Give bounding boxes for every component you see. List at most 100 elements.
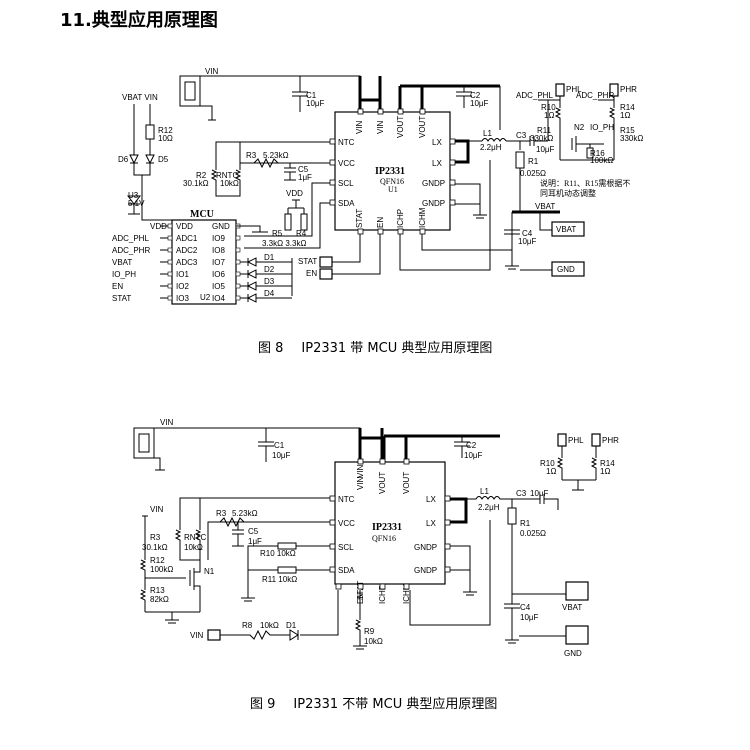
mcu-pin-pad	[235, 235, 241, 241]
r11-label: R11	[537, 126, 552, 135]
figure-9-title: IP2331 不带 MCU 典型应用原理图	[293, 697, 498, 712]
mcu-pin-pad	[167, 259, 173, 265]
chip-ref: U1	[388, 185, 398, 194]
c2-value-9: 10μF	[464, 451, 483, 460]
pin-scl-9: SCL	[338, 543, 354, 552]
gnd-terminal-9: GND	[564, 649, 582, 658]
r3b-value-9: 30.1kΩ	[142, 543, 168, 552]
chip-package-9: QFN16	[372, 534, 396, 543]
c2-value: 10μF	[470, 99, 489, 108]
rntc-value: 10kΩ	[220, 179, 239, 188]
mcu-pin-pad	[235, 271, 241, 277]
vin-label-9: VIN	[160, 418, 174, 427]
d5-label: D5	[158, 155, 169, 164]
c1-label: C1	[306, 91, 317, 100]
pin-gndp1-9: GNDP	[414, 543, 437, 552]
r15-value: 330kΩ	[620, 134, 643, 143]
r3-value-9: 5.23kΩ	[232, 509, 258, 518]
c1-value-9: 10μF	[272, 451, 291, 460]
pin-vout2-9: VOUT	[402, 472, 411, 494]
r2-label: R2	[196, 171, 207, 180]
r12-value: 10Ω	[158, 134, 173, 143]
chip-name-9: IP2331	[372, 522, 402, 533]
led-icon	[246, 293, 257, 303]
r16-label: R16	[590, 149, 605, 158]
mcu-net-4: IO_PH	[112, 270, 136, 279]
c3-label: C3	[516, 131, 527, 140]
mcu-pin-adc2: ADC2	[176, 246, 198, 255]
stat-tag: STAT	[298, 257, 317, 266]
r5-label: R5	[272, 229, 283, 238]
mcu-name: MCU	[190, 209, 214, 220]
pin-ntc: NTC	[338, 138, 355, 147]
pin-ichm-9: ICHM	[402, 583, 411, 604]
vin-label: VIN	[205, 67, 219, 76]
rntc-label-9: RNTC	[184, 533, 206, 542]
r1-value: 0.025Ω	[520, 169, 546, 178]
r10-value-9: 1Ω	[546, 467, 556, 476]
r13-value-9: 82kΩ	[150, 595, 169, 604]
pin-scl: SCL	[338, 179, 354, 188]
mcu-net-1: ADC_PHL	[112, 234, 149, 243]
d6-label: D6	[118, 155, 129, 164]
phl-label: PHL	[566, 85, 582, 94]
r8-label-9: R8	[242, 621, 253, 630]
pin-gndp2: GNDP	[422, 199, 445, 208]
r14-label-9: R14	[600, 459, 615, 468]
r2-value: 30.1kΩ	[183, 179, 209, 188]
pin-lx2: LX	[432, 159, 442, 168]
pin-ntc-9: NTC	[338, 495, 355, 504]
c4-value: 10μF	[518, 237, 537, 246]
vdd-label: VDD	[286, 189, 303, 198]
c2-label-9: C2	[466, 441, 477, 450]
pin-stat: STAT	[355, 209, 364, 228]
mcu-net-3: VBAT	[112, 258, 132, 267]
pin-vcc-9: VCC	[338, 519, 355, 528]
pin-lx1-9: LX	[426, 495, 436, 504]
pin-vin2-9: VIN	[356, 464, 365, 478]
figure-8-title: IP2331 带 MCU 典型应用原理图	[301, 341, 493, 356]
c5-value: 1μF	[298, 173, 312, 182]
pin-ichm: ICHM	[418, 207, 427, 228]
mcu-pin-pad	[167, 283, 173, 289]
r3-label-9: R3	[216, 509, 227, 518]
led-label-d2: D2	[264, 265, 275, 274]
vin-label-left-9: VIN	[150, 505, 164, 514]
vbat-vin-label: VBAT VIN	[122, 93, 158, 102]
rntc-label: RNTC	[216, 171, 238, 180]
c4-label-9: C4	[520, 603, 531, 612]
r14-label: R14	[620, 103, 635, 112]
phl-label-9: PHL	[568, 436, 584, 445]
pin-gndp1: GNDP	[422, 179, 445, 188]
pin-sda: SDA	[338, 199, 355, 208]
c4-label: C4	[522, 229, 533, 238]
r11b-label-9: R11 10kΩ	[262, 575, 297, 584]
r1-label: R1	[528, 157, 539, 166]
n2-label: N2	[574, 123, 585, 132]
l1-label-9: L1	[480, 487, 489, 496]
note-line-2: 同耳机动态调整	[540, 188, 596, 198]
mcu-pin-pad	[235, 247, 241, 253]
pin-en: EN	[376, 217, 385, 228]
ip2331-chip-9	[334, 461, 446, 585]
pin-vin1: VIN	[355, 120, 364, 134]
r9-value-9: 10kΩ	[364, 637, 383, 646]
mcu-pin-vdd: VDD	[176, 222, 193, 231]
mcu-pin-pad	[167, 223, 173, 229]
l1-label: L1	[483, 129, 492, 138]
mcu-pin-gnd: GND	[212, 222, 230, 231]
figure-9-caption: 图 9 IP2331 不带 MCU 典型应用原理图	[250, 693, 497, 712]
chip-package: QFN16	[380, 177, 404, 186]
mcu-pin-io8: IO8	[212, 246, 225, 255]
figure-9-number: 图 9	[250, 697, 276, 712]
led-label-d4: D4	[264, 289, 275, 298]
r11-value: 330kΩ	[530, 134, 553, 143]
mcu-pin-io5: IO5	[212, 282, 225, 291]
pin-vcc: VCC	[338, 159, 355, 168]
r10-label: R10	[541, 103, 556, 112]
vin-tag-9: VIN	[190, 631, 204, 640]
led-icon	[246, 257, 257, 267]
pin-lx2-9: LX	[426, 519, 436, 528]
u3-label: U3	[128, 191, 139, 200]
